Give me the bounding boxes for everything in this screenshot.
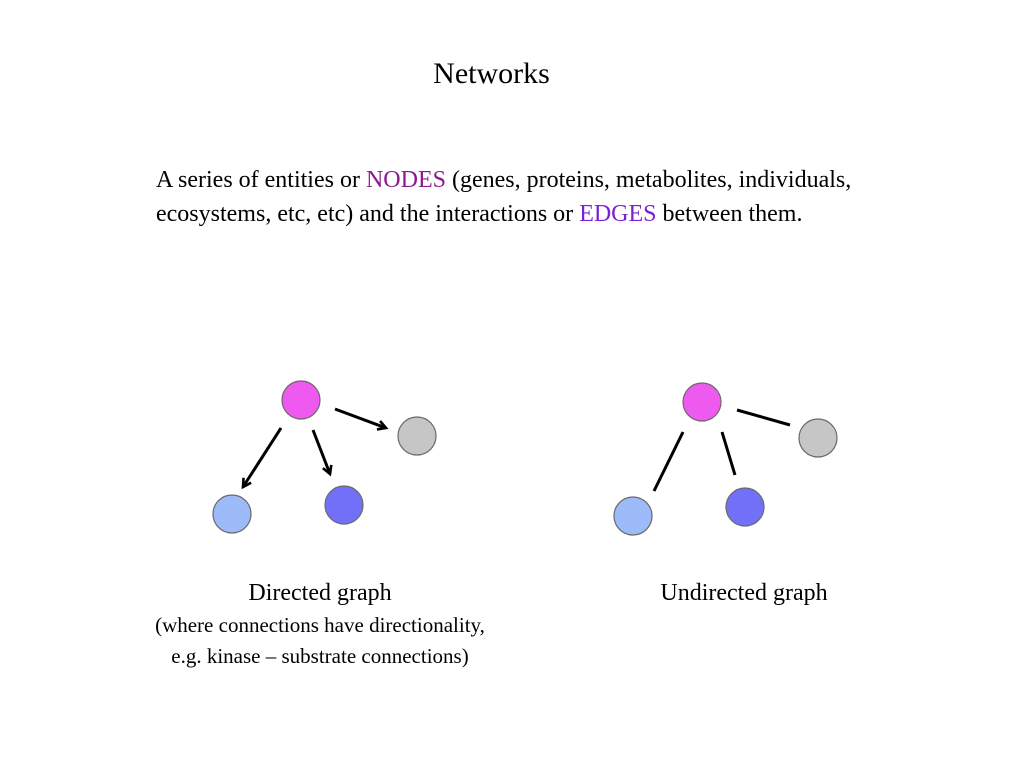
edges-keyword: EDGES [579, 201, 657, 227]
undirected-graph-title: Undirected graph [660, 580, 828, 606]
undirected-node-light-blue [613, 496, 653, 536]
directed-graph-caption: Directed graph (where connections have d… [100, 576, 540, 672]
intro-paragraph: A series of entities or NODES (genes, pr… [156, 163, 916, 231]
directed-node-gray [397, 416, 437, 456]
intro-text-part2: (genes, proteins, metabolites, individua… [156, 167, 852, 227]
directed-edge-top-to-blue [311, 429, 333, 477]
undirected-node-blue [725, 487, 765, 527]
undirected-node-gray [798, 418, 838, 458]
directed-node-light-blue [212, 494, 252, 534]
undirected-edge-top-to-lightblue [652, 431, 685, 492]
directed-graph-note-line1: (where connections have directionality, [155, 613, 485, 637]
undirected-graph [613, 382, 838, 536]
directed-node-blue [324, 485, 364, 525]
intro-text-part1: A series of entities or [156, 167, 366, 193]
directed-graph-note-line2: e.g. kinase – substrate connections) [171, 644, 469, 668]
undirected-edge-top-to-blue [720, 431, 737, 476]
intro-text-part3: between them. [656, 201, 803, 227]
nodes-keyword: NODES [365, 167, 446, 193]
undirected-edge-top-to-gray [736, 408, 791, 427]
slide-title: Networks [433, 57, 550, 90]
directed-edge-top-to-lightblue [241, 427, 283, 490]
directed-edge-top-to-gray [334, 407, 389, 431]
undirected-graph-caption: Undirected graph [594, 576, 894, 610]
directed-node-magenta [281, 380, 321, 420]
undirected-node-magenta [682, 382, 722, 422]
directed-graph [212, 380, 437, 534]
directed-graph-title: Directed graph [248, 580, 392, 606]
